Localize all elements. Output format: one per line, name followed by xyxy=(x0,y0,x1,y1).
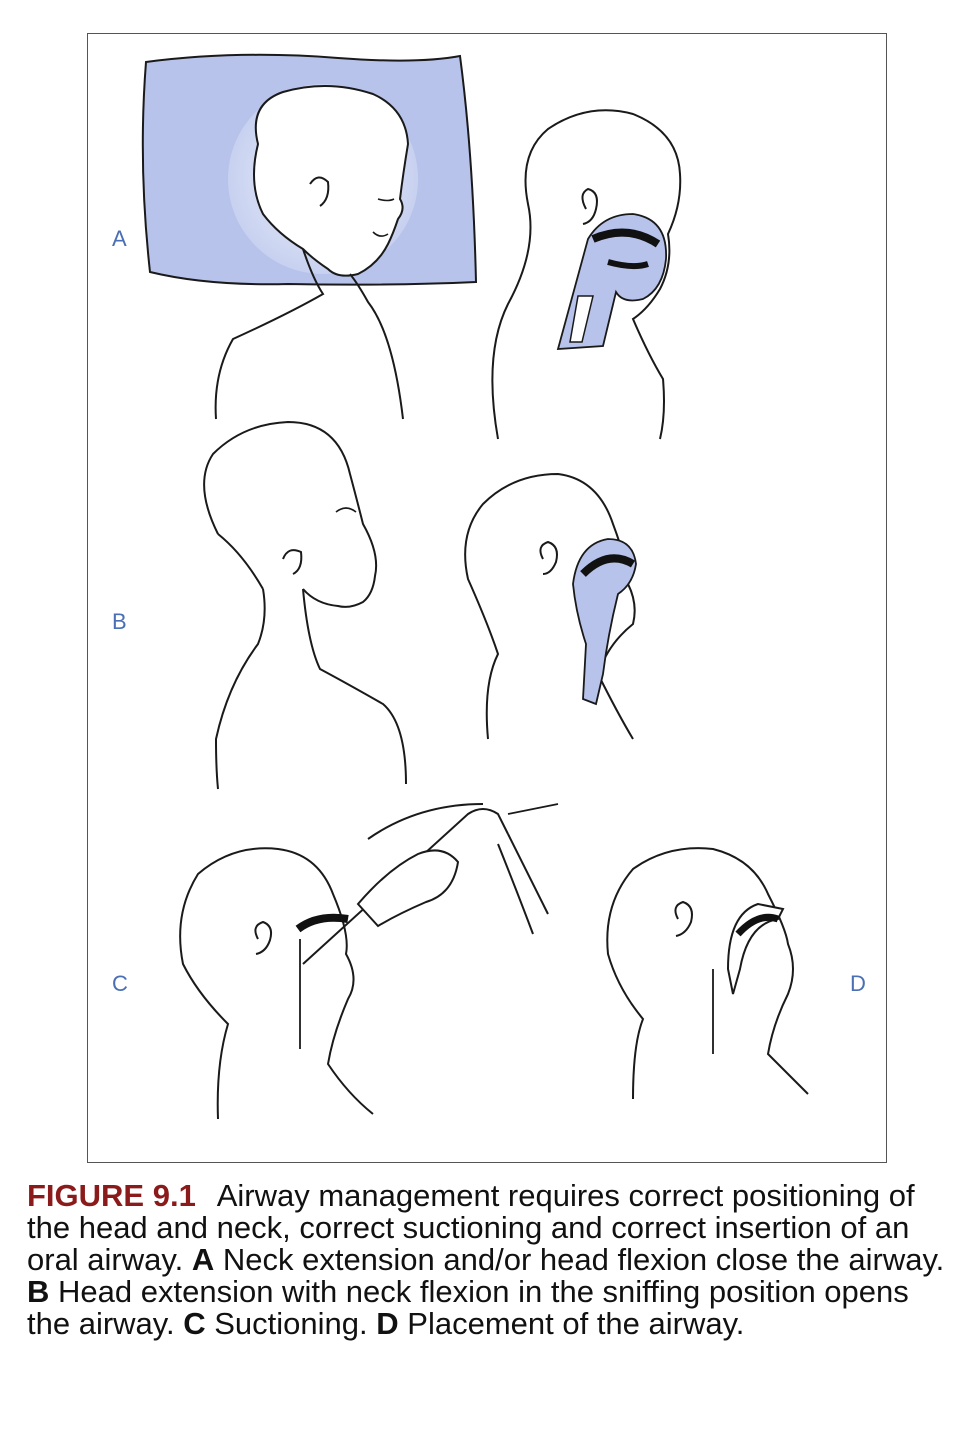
panel-a-pillow-figure xyxy=(141,53,478,420)
caption-a-label: A xyxy=(191,1242,215,1277)
caption-d-label: D xyxy=(376,1306,399,1341)
caption-d-text: Placement of the airway. xyxy=(407,1306,745,1341)
head-a1 xyxy=(253,85,410,277)
panel-a-section xyxy=(491,109,682,440)
body-a1 xyxy=(214,248,325,420)
panel-c-section xyxy=(179,803,559,1120)
caption-c-label: C xyxy=(183,1306,206,1341)
figure-illustration xyxy=(141,53,809,1120)
caption-b-text: Head extension with neck flexion in the … xyxy=(27,1274,909,1341)
figure-number: FIGURE 9.1 xyxy=(27,1178,196,1213)
figure-caption: FIGURE 9.1 Airway management requires co… xyxy=(27,1180,947,1340)
figure-frame: A B C D xyxy=(87,33,887,1163)
caption-intro: Airway management requires correct posit… xyxy=(27,1178,915,1277)
suction-catheter xyxy=(302,808,509,965)
caption-a-text: Neck extension and/or head flexion close… xyxy=(222,1242,945,1277)
airway-b xyxy=(572,538,637,706)
panel-label-d: D xyxy=(850,971,866,996)
caption-c-text: Suctioning. xyxy=(214,1306,368,1341)
panel-label-c: C xyxy=(112,971,128,996)
caption-b-label: B xyxy=(27,1274,50,1309)
panel-b-figure xyxy=(203,420,407,790)
panel-label-a: A xyxy=(112,226,127,251)
panel-d-section xyxy=(606,847,809,1100)
panel-b-section xyxy=(464,472,637,740)
panel-label-b: B xyxy=(112,609,127,634)
